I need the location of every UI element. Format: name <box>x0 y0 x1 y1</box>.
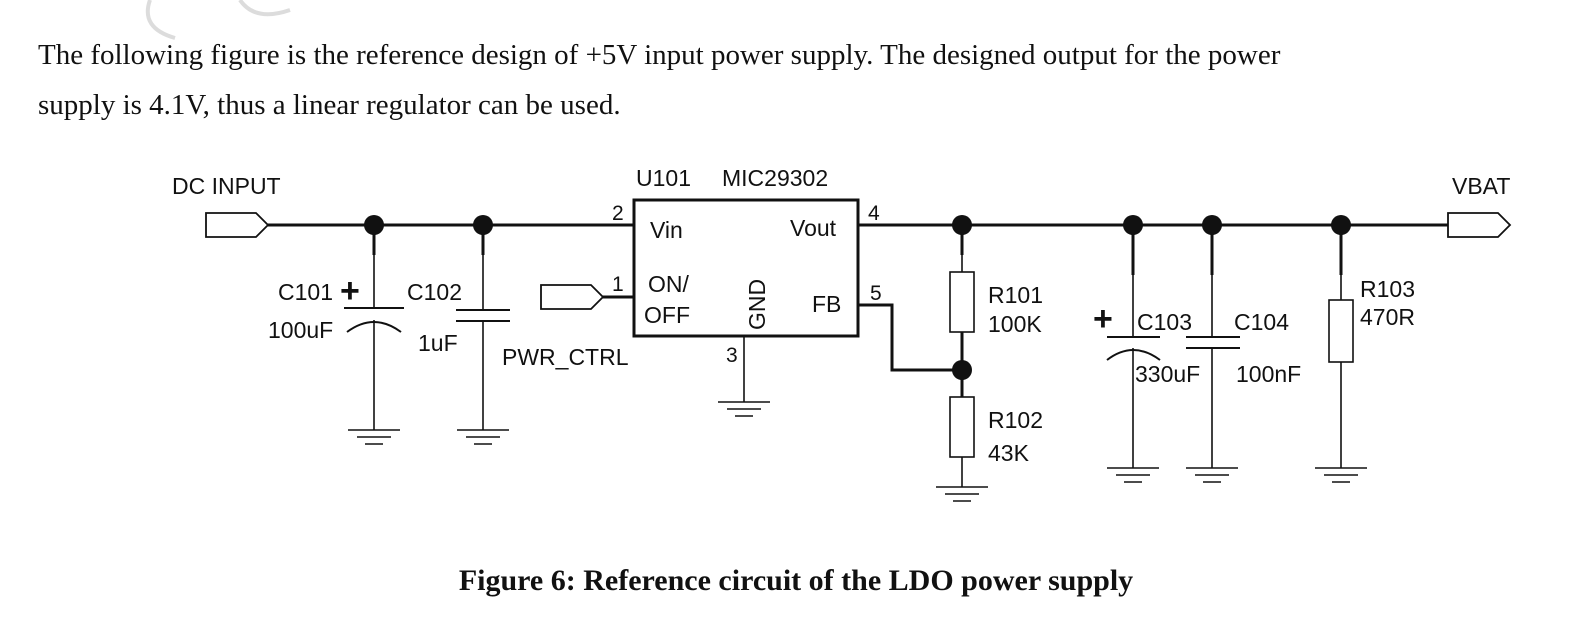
pwr-ctrl-port <box>540 284 605 310</box>
junction-dot <box>952 360 972 380</box>
u101-part: MIC29302 <box>722 165 828 191</box>
r101-value: 100K <box>988 311 1042 337</box>
ground-symbol <box>347 429 401 445</box>
ground-symbol <box>935 486 989 502</box>
pin-fb-label: FB <box>812 291 841 317</box>
figure-caption: Figure 6: Reference circuit of the LDO p… <box>458 564 1134 597</box>
c102-value: 1uF <box>418 330 458 356</box>
r103-body <box>1328 299 1354 363</box>
c104-ref: C104 <box>1234 309 1289 335</box>
r103-value: 470R <box>1360 304 1415 330</box>
junction-dot <box>364 215 384 235</box>
junction-dot <box>1202 215 1222 235</box>
pin-gnd-label: GND <box>744 279 770 330</box>
u101-box <box>632 198 860 338</box>
pin-onoff-label-1: ON/ <box>648 271 690 297</box>
c104-value: 100nF <box>1236 361 1301 387</box>
junction-dot <box>1331 215 1351 235</box>
pin-num-vin: 2 <box>612 202 624 225</box>
c101-plus: + <box>340 272 360 310</box>
c103-ref: C103 <box>1137 309 1192 335</box>
dc-input-port <box>205 212 270 238</box>
pin-num-vout: 4 <box>868 202 880 225</box>
vbat-label: VBAT <box>1452 173 1510 199</box>
vbat-port <box>1447 212 1512 238</box>
intro-line-2: supply is 4.1V, thus a linear regulator … <box>38 89 621 121</box>
c101-value: 100uF <box>268 317 333 343</box>
pin-num-gnd: 3 <box>726 344 738 367</box>
c102-ref: C102 <box>407 279 462 305</box>
pin-vout-label: Vout <box>790 215 837 241</box>
dc-input-label: DC INPUT <box>172 173 281 199</box>
ground-symbol <box>1185 467 1239 483</box>
pin-onoff-label-2: OFF <box>644 302 690 328</box>
r102-ref: R102 <box>988 407 1043 433</box>
pin-num-fb: 5 <box>870 282 882 305</box>
ground-symbol <box>1314 467 1368 483</box>
junction-dot <box>1123 215 1143 235</box>
r103-ref: R103 <box>1360 276 1415 302</box>
ground-symbol <box>456 429 510 445</box>
r101-ref: R101 <box>988 282 1043 308</box>
junction-dot <box>952 215 972 235</box>
intro-line-1: The following figure is the reference de… <box>38 39 1281 71</box>
c101-ref: C101 <box>278 279 333 305</box>
r102-value: 43K <box>988 440 1030 466</box>
u101-ref: U101 <box>636 165 691 191</box>
pin-num-onoff: 1 <box>612 273 624 296</box>
pin-vin-label: Vin <box>650 217 683 243</box>
ground-symbol <box>1106 467 1160 483</box>
c103-plus: + <box>1093 300 1113 338</box>
junction-dot <box>473 215 493 235</box>
r101-body <box>949 271 975 333</box>
c103-value: 330uF <box>1135 361 1200 387</box>
fb-wire <box>858 303 962 372</box>
watermark <box>145 0 291 40</box>
pwr-ctrl-label: PWR_CTRL <box>502 344 629 370</box>
r102-body <box>949 396 975 458</box>
intro-paragraph: The following figure is the reference de… <box>38 30 1558 130</box>
ground-symbol <box>717 401 771 417</box>
